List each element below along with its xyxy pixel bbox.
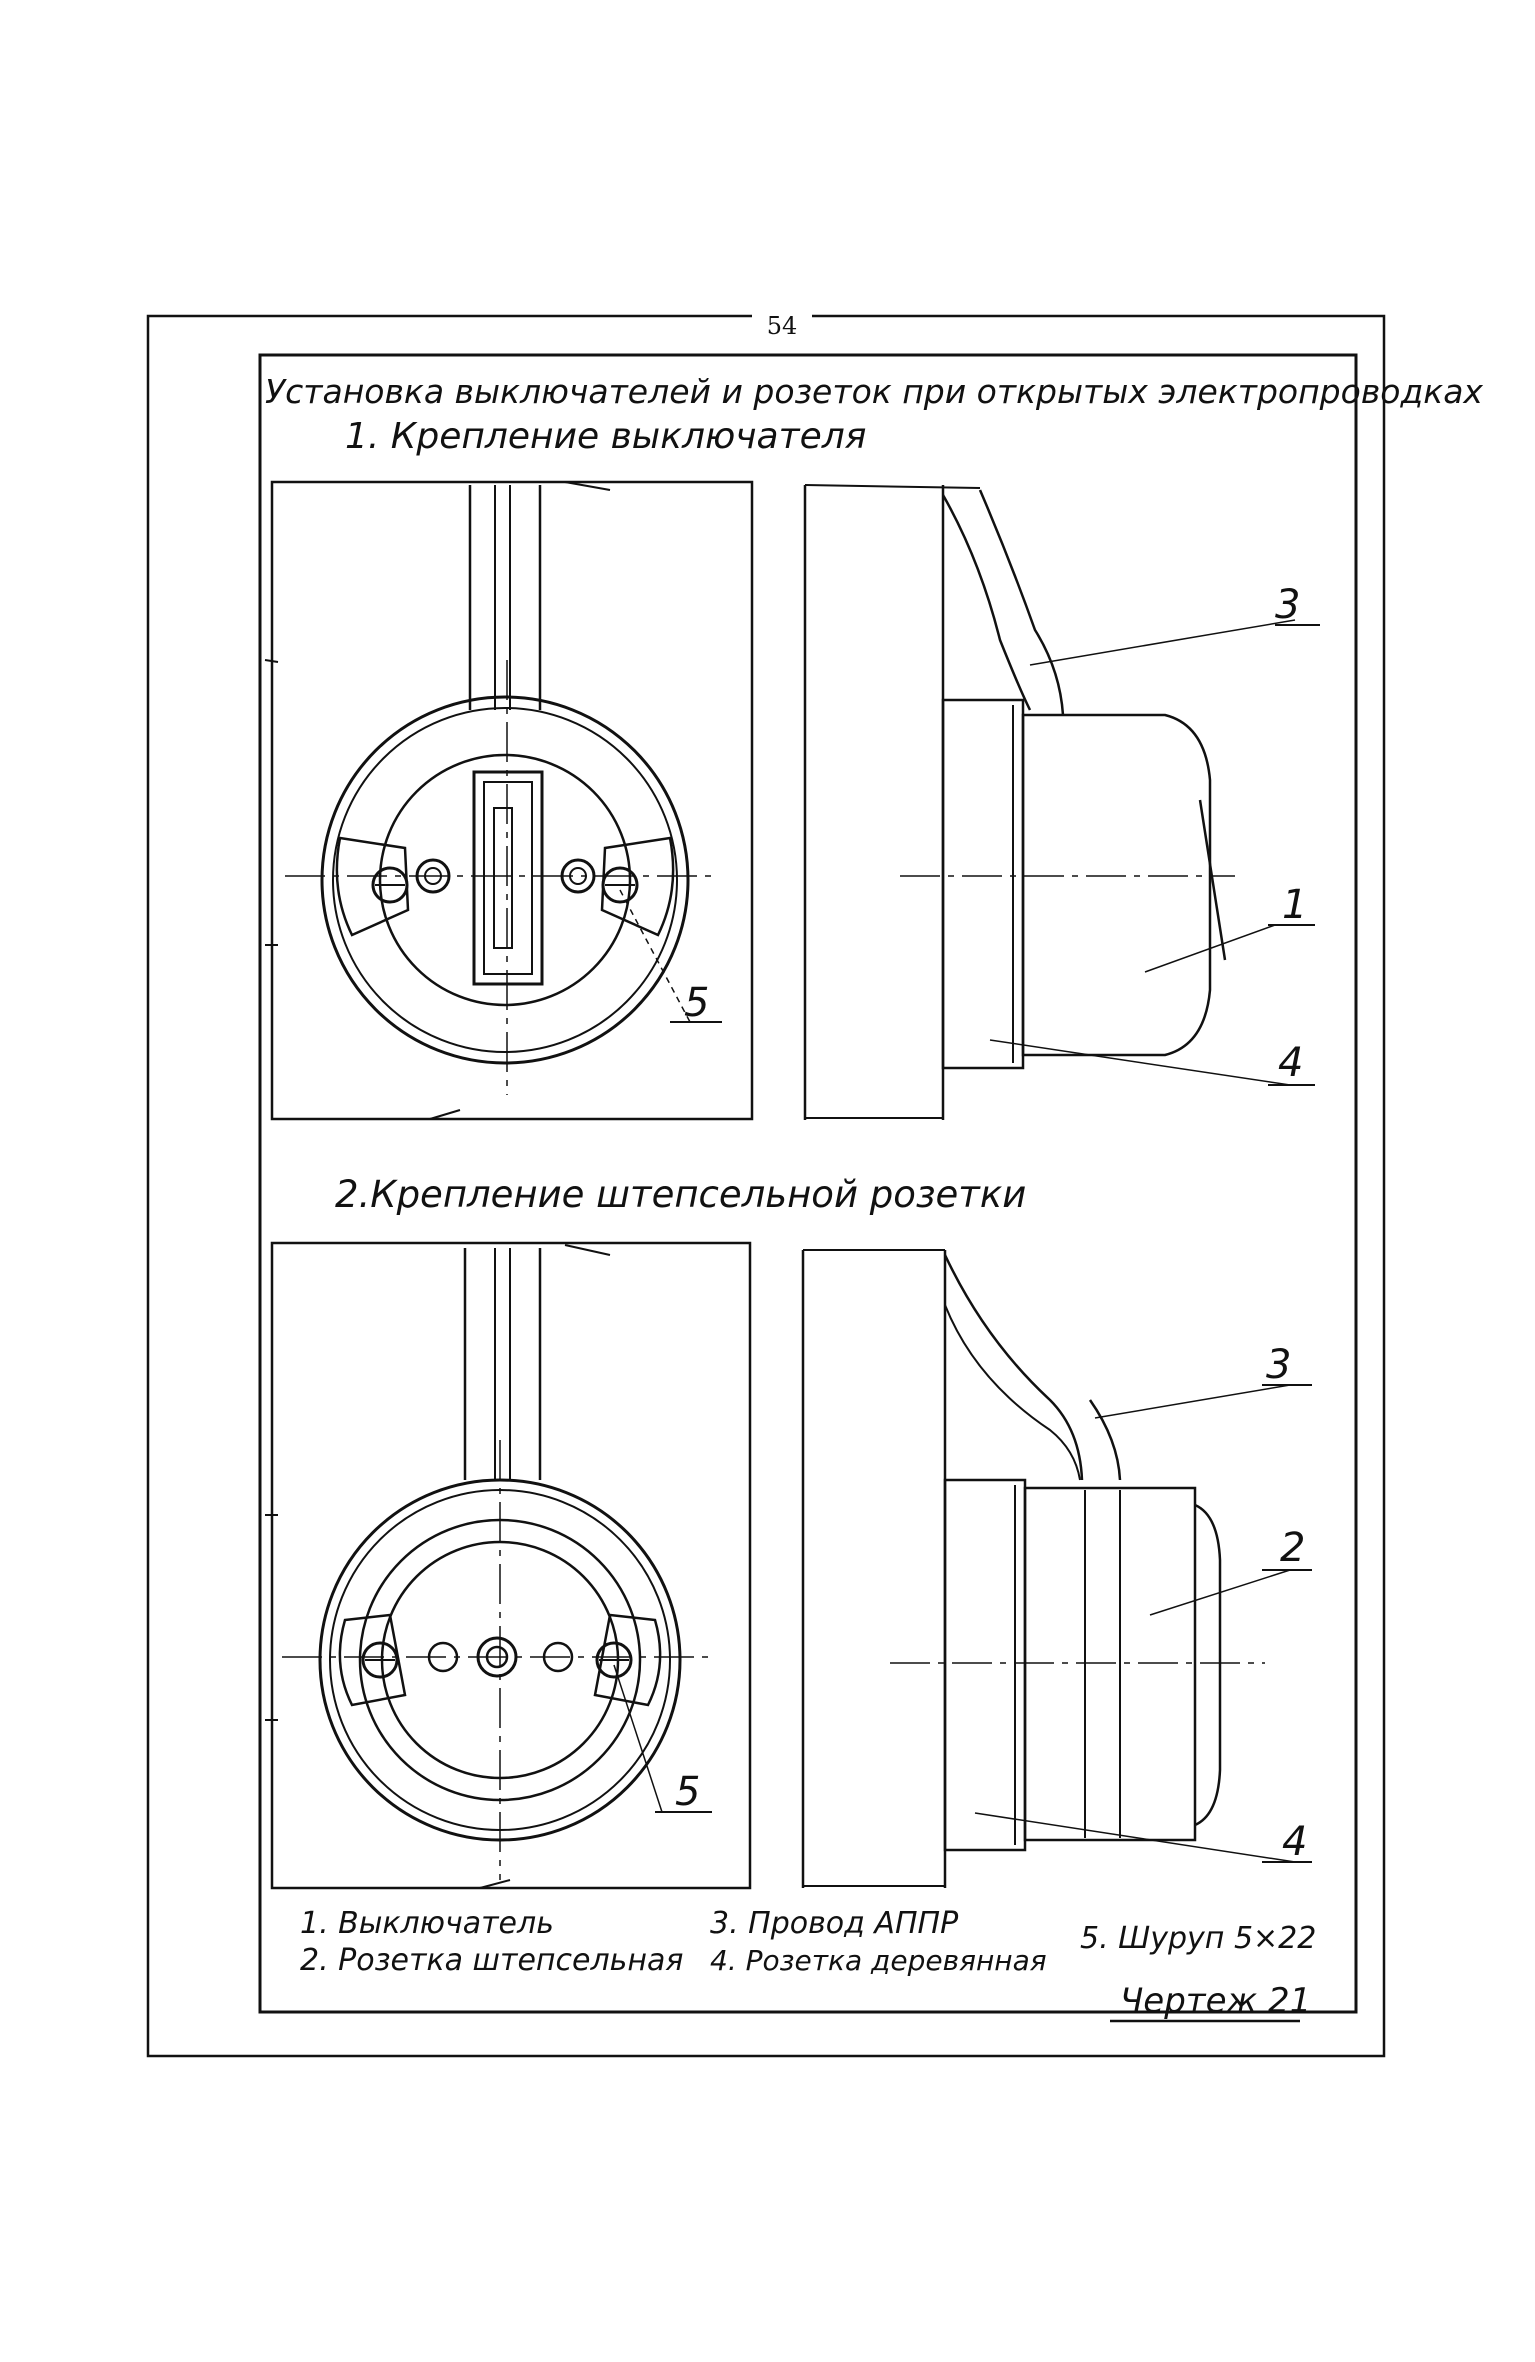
- break-mark: [804, 484, 981, 489]
- mounting-screw-icon: [371, 866, 409, 904]
- callout-5: 5: [684, 980, 709, 1026]
- wire-bend: [944, 1304, 1081, 1481]
- mounting-lug-left: [338, 1613, 407, 1707]
- center-screw-icon: [476, 1636, 518, 1678]
- break-mark: [265, 1514, 278, 1721]
- leader-line-4: [974, 1812, 1296, 1863]
- socket-housing-side: [1023, 1486, 1197, 1842]
- socket-front-view: 5: [265, 1241, 752, 1890]
- wooden-base-side: [941, 698, 1025, 1070]
- toggle-lever-outer: [472, 770, 544, 986]
- mounting-screw-icon: [361, 1641, 399, 1679]
- break-mark: [264, 659, 279, 946]
- screw-icon: [560, 858, 596, 894]
- inner-frame: [258, 353, 1358, 2014]
- switch-lever-side: [1198, 799, 1227, 961]
- pin-hole-icon: [427, 1641, 459, 1673]
- switch-base-inner: [332, 707, 678, 1053]
- mounting-screw-icon: [595, 1641, 633, 1679]
- wire-bend: [978, 489, 1065, 716]
- socket-side-view: 3 2 4: [801, 1249, 1312, 1888]
- wire-bend: [1088, 1399, 1122, 1481]
- page-number: 54: [752, 312, 812, 340]
- leader-line-5: [613, 1664, 663, 1813]
- legend-item-3: 3. Провод АППР: [710, 1906, 959, 1941]
- toggle-lever-inner: [483, 781, 533, 975]
- callout-5: 5: [675, 1769, 700, 1815]
- wire-bend: [943, 1254, 1084, 1481]
- screw-icon: [569, 867, 587, 885]
- socket-cap-side: [1194, 1503, 1222, 1827]
- break-mark: [564, 481, 611, 491]
- wooden-base-side: [943, 1478, 1027, 1852]
- switch-base-outer: [320, 695, 690, 1065]
- callout-1: 1: [1282, 882, 1307, 928]
- socket-wall-panel: [270, 1241, 752, 1890]
- leader-line-2: [1149, 1569, 1291, 1616]
- mounting-screw-icon: [601, 866, 639, 904]
- legend-item-1: 1. Выключатель: [300, 1906, 554, 1941]
- switch-housing-side: [1021, 713, 1212, 1057]
- callout-3: 3: [1275, 582, 1300, 628]
- callout-4: 4: [1278, 1040, 1303, 1086]
- wire-bend: [941, 494, 1032, 711]
- switch-wall-panel: [270, 480, 754, 1121]
- mounting-lug-left: [335, 836, 410, 937]
- switch-body: [378, 753, 632, 1007]
- section2-title: 2.Крепление штепсельной розетки: [335, 1173, 1026, 1216]
- drawing-number: Чертеж 21: [1120, 1981, 1311, 2021]
- pin-hole-icon: [542, 1641, 574, 1673]
- break-mark: [479, 1879, 511, 1889]
- screw-icon: [424, 867, 442, 885]
- legend-item-2: 2. Розетка штепсельная: [300, 1943, 683, 1978]
- mounting-lug-right: [593, 1613, 662, 1707]
- leader-line-3: [1029, 619, 1296, 666]
- legend-item-4: 4. Розетка деревянная: [710, 1944, 1047, 1977]
- center-screw-icon: [485, 1645, 509, 1669]
- leader-line-3: [1094, 1384, 1291, 1419]
- switch-front-view: 5: [264, 480, 754, 1121]
- section1-title: 1. Крепление выключателя: [345, 416, 866, 457]
- toggle-lever-slot: [493, 807, 513, 949]
- mounting-lug-right: [600, 836, 675, 937]
- callout-4: 4: [1282, 1819, 1307, 1865]
- callout-2: 2: [1280, 1525, 1305, 1571]
- drawing-title: Установка выключателей и розеток при отк…: [265, 372, 1483, 411]
- leader-line-4: [989, 1039, 1291, 1086]
- legend-item-5: 5. Шуруп 5×22: [1080, 1921, 1316, 1956]
- leader-line-1: [1144, 924, 1276, 973]
- break-mark: [564, 1244, 611, 1256]
- screw-icon: [415, 858, 451, 894]
- break-mark: [429, 1109, 461, 1120]
- switch-side-view: 3 1 4: [803, 484, 1320, 1120]
- leader-line-5: [619, 889, 691, 1023]
- callout-3: 3: [1266, 1342, 1291, 1388]
